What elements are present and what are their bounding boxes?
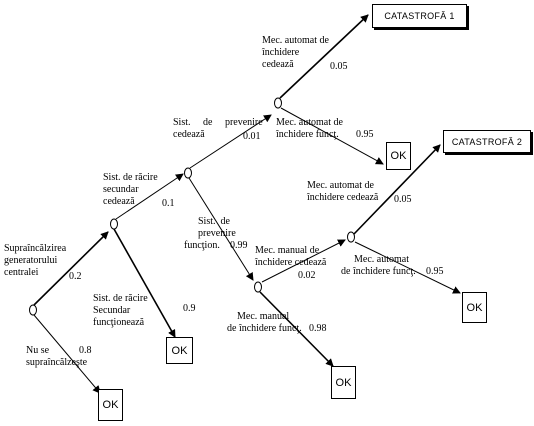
branch-secondary-to-prevent <box>115 173 184 220</box>
branch-root-to-secondary <box>33 231 109 306</box>
ok-label: OK <box>102 399 119 411</box>
node-prevention <box>184 167 192 179</box>
branch-auto2-to-ok <box>354 241 461 294</box>
ok-box-auto2: OK <box>462 292 487 323</box>
ok-label: OK <box>171 344 188 357</box>
branch-auto1-to-ok <box>280 107 384 165</box>
auto2-ok-label: Mec. automat de închidere funcţ. <box>341 254 416 277</box>
ok-box-no-overheat: OK <box>98 389 123 421</box>
ok-label: OK <box>466 301 483 314</box>
no-overheat-prob: 0.8 <box>79 345 92 356</box>
ok-box-auto1: OK <box>386 142 411 170</box>
node-secondary-cooling <box>110 218 118 230</box>
branch-auto2-to-catastrophe2 <box>353 144 441 235</box>
auto1-fail-label: Mec. automat de închidere cedează <box>262 35 329 70</box>
root-event-label: Supraîncălzirea generatorului centralei <box>4 243 67 278</box>
catastrophe-1-box: CATASTROFĂ 1 <box>372 4 467 28</box>
ok-label: OK <box>335 376 352 389</box>
ok-label: OK <box>390 150 407 162</box>
no-overheat-label: Nu se supraîncălzeşte <box>26 345 88 368</box>
catastrophe-1-label: CATASTROFĂ 1 <box>384 11 455 21</box>
ok-box-manual: OK <box>331 366 356 399</box>
branch-prevent-to-auto1 <box>189 114 272 169</box>
secondary-fail-prob: 0.1 <box>162 198 175 209</box>
manual-ok-label: Mec. manual de închidere funcţ. <box>227 311 302 334</box>
auto2-ok-prob: 0.95 <box>426 266 444 277</box>
branch-manual-to-ok <box>259 291 334 367</box>
manual-ok-prob: 0.98 <box>309 323 327 334</box>
manual-fail-label: Mec. manual de închidere cedează <box>255 245 327 268</box>
node-root <box>29 304 37 316</box>
node-auto-close-1 <box>274 97 282 109</box>
node-auto-close-2 <box>347 231 355 243</box>
auto1-ok-label: Mec. automat de închidere funcţ. <box>276 117 343 140</box>
auto1-ok-prob: 0.95 <box>356 129 374 140</box>
branch-prevent-to-manual <box>188 177 254 281</box>
root-prob: 0.2 <box>69 271 82 282</box>
branch-auto1-to-catastrophe1 <box>279 14 369 99</box>
secondary-ok-label: Sist. de răcire Secundar funcţionează <box>93 293 148 328</box>
branch-root-to-ok <box>33 314 101 394</box>
auto2-fail-label: Mec. automat de închidere cedează <box>307 180 379 203</box>
manual-fail-prob: 0.02 <box>298 270 316 281</box>
prevent-fail-prob: 0.01 <box>243 131 261 142</box>
secondary-fail-label: Sist. de răcire secundar cedează <box>103 172 158 207</box>
prevent-ok-prob: 0.99 <box>230 240 248 251</box>
auto1-fail-prob: 0.05 <box>330 61 348 72</box>
ok-box-secondary: OK <box>166 337 193 364</box>
secondary-ok-prob: 0.9 <box>183 303 196 314</box>
auto2-fail-prob: 0.05 <box>394 194 412 205</box>
branch-manual-to-auto2 <box>261 239 346 283</box>
catastrophe-2-label: CATASTROFĂ 2 <box>451 136 523 147</box>
node-manual-close <box>254 281 262 293</box>
branch-secondary-to-ok <box>113 228 176 338</box>
catastrophe-2-box: CATASTROFĂ 2 <box>443 130 531 153</box>
prevent-fail-label: Sist. de prevenire cedează <box>173 117 263 140</box>
prevent-ok-label: Sist. de prevenire funcţion. <box>184 216 236 251</box>
